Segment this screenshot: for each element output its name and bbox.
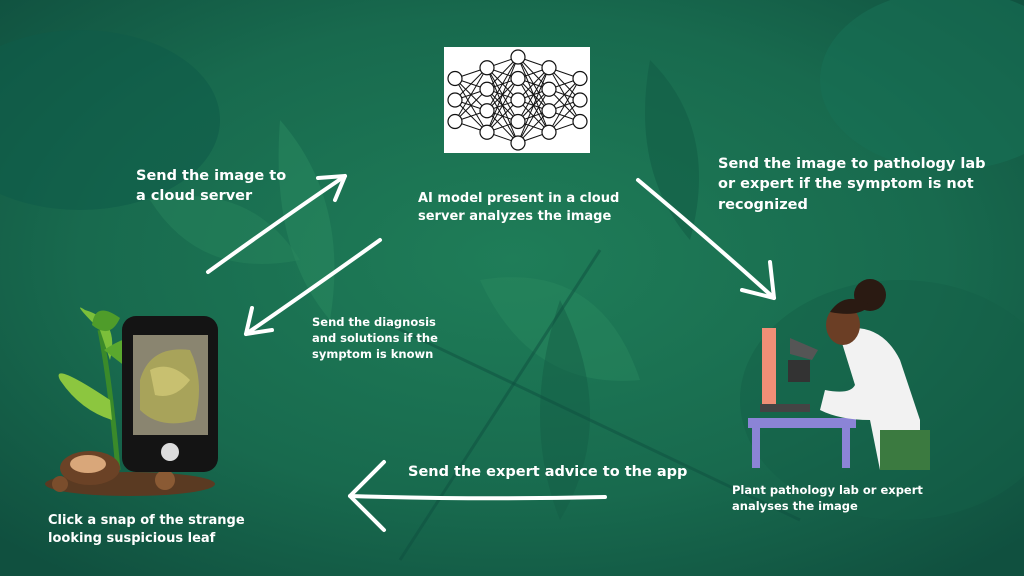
neural-network-image — [444, 47, 590, 153]
nn-edge — [486, 56, 519, 111]
step-expert-advice-text: Send the expert advice to the app — [408, 464, 688, 480]
nn-node — [572, 92, 588, 108]
nn-node — [510, 70, 526, 87]
nn-node — [447, 92, 463, 108]
step-send-to-cloud-text: Send the image to a cloud server — [136, 168, 287, 205]
step-snap-leaf-text: Click a snap of the strange looking susp… — [48, 513, 245, 547]
nn-edge — [486, 56, 519, 133]
nn-node — [510, 49, 526, 65]
nn-node — [479, 103, 495, 119]
nn-node — [479, 60, 495, 76]
neural-network-icon — [447, 49, 588, 151]
nn-node — [572, 113, 588, 130]
step-ai-model-text: AI model present in a cloud server analy… — [418, 191, 620, 225]
nn-edge — [517, 67, 550, 144]
nn-edge — [454, 67, 488, 122]
nn-edge — [548, 78, 581, 133]
step-send-to-lab-text: Send the image to pathology lab or exper… — [718, 156, 986, 213]
nn-edge — [517, 89, 550, 144]
nn-node — [541, 124, 557, 140]
nn-edge — [486, 78, 519, 133]
nn-node — [541, 60, 557, 76]
step-diagnosis-back-text: Send the diagnosis and solutions if the … — [312, 315, 438, 362]
nn-node — [541, 103, 557, 119]
nn-node — [479, 124, 495, 140]
nn-node — [510, 135, 526, 151]
nn-node — [541, 81, 557, 97]
nn-node — [510, 92, 526, 108]
step-lab-analyses-text: Plant pathology lab or expert analyses t… — [732, 483, 923, 514]
nn-node — [479, 81, 495, 97]
nn-node — [510, 113, 526, 130]
nn-node — [447, 70, 463, 87]
nn-node — [572, 70, 588, 87]
nn-node — [447, 113, 463, 130]
nn-edge — [517, 67, 550, 122]
